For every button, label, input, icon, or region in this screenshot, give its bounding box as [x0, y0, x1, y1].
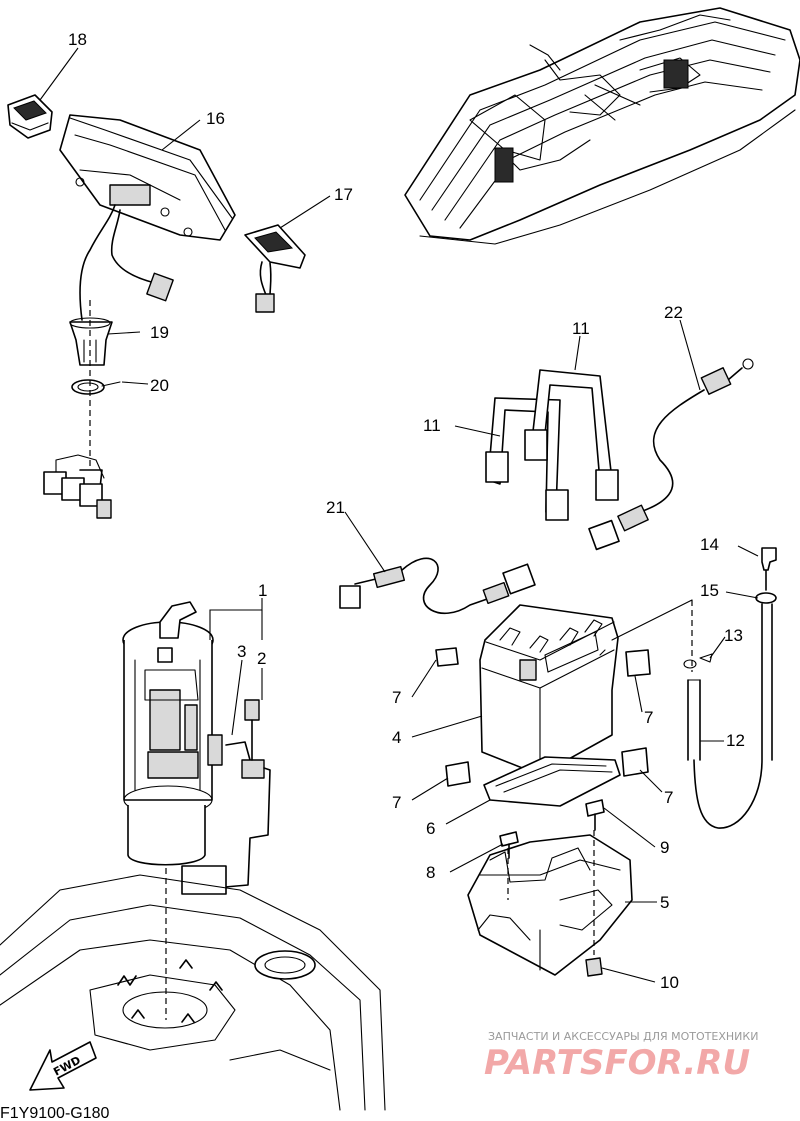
callout-7-c: 7 — [392, 793, 401, 812]
callout-19: 19 — [150, 323, 169, 342]
battery-lead-22 — [588, 358, 754, 551]
battery-pads-7 — [435, 647, 651, 787]
watermark: ЗАПЧАСТИ И АКСЕССУАРЫ ДЛЯ МОТОТЕХНИКИ PA… — [484, 1030, 758, 1083]
vent-tube-assembly — [611, 547, 777, 829]
callout-15: 15 — [700, 581, 719, 600]
callout-21: 21 — [326, 498, 345, 517]
switch-17 — [244, 224, 306, 313]
callout-5: 5 — [660, 893, 669, 912]
diagram-code: F1Y9100-G180 — [0, 1105, 110, 1121]
fuel-tank-outline — [0, 874, 386, 1111]
callout-7-a: 7 — [392, 688, 401, 707]
callout-11-lower: 11 — [423, 416, 441, 435]
battery-lead-21 — [339, 557, 536, 615]
callout-2: 2 — [257, 649, 266, 668]
watermark-caption: ЗАПЧАСТИ И АКСЕССУАРЫ ДЛЯ МОТОТЕХНИКИ — [488, 1030, 758, 1043]
callout-11-upper: 11 — [572, 319, 590, 338]
callout-3: 3 — [237, 642, 246, 661]
callout-10: 10 — [660, 973, 679, 992]
battery-4 — [479, 604, 619, 776]
callout-6: 6 — [426, 819, 435, 838]
grommet-clamp-harness — [43, 300, 121, 519]
battery-mat-6 — [483, 756, 621, 807]
callout-1: 1 — [258, 581, 267, 600]
callout-4: 4 — [392, 728, 401, 747]
battery-bands — [485, 369, 619, 521]
callout-20: 20 — [150, 376, 169, 395]
fuel-pump-assembly — [122, 601, 271, 1020]
callout-12: 12 — [726, 731, 745, 750]
callout-7-b: 7 — [644, 708, 653, 727]
leader-lines — [39, 47, 759, 983]
callout-18: 18 — [68, 30, 87, 49]
callout-14: 14 — [700, 535, 719, 554]
callout-16: 16 — [206, 109, 225, 128]
callout-8: 8 — [426, 863, 435, 882]
callout-9: 9 — [660, 838, 669, 857]
watermark-logo: PARTSFOR.RU — [484, 1043, 750, 1083]
callout-numbers: 18 16 17 19 20 11 22 11 21 14 1 15 3 2 1… — [68, 30, 745, 992]
callout-22: 22 — [664, 303, 683, 322]
switch-18 — [7, 94, 53, 139]
callout-13: 13 — [724, 626, 743, 645]
bolts-and-nut — [499, 799, 605, 977]
callout-7-d: 7 — [664, 788, 673, 807]
forward-direction-arrow: FWD — [29, 1041, 97, 1091]
meter-assembly — [59, 114, 236, 321]
callout-17: 17 — [334, 185, 353, 204]
watercraft-illustration — [404, 7, 800, 245]
battery-case-5 — [467, 830, 633, 976]
